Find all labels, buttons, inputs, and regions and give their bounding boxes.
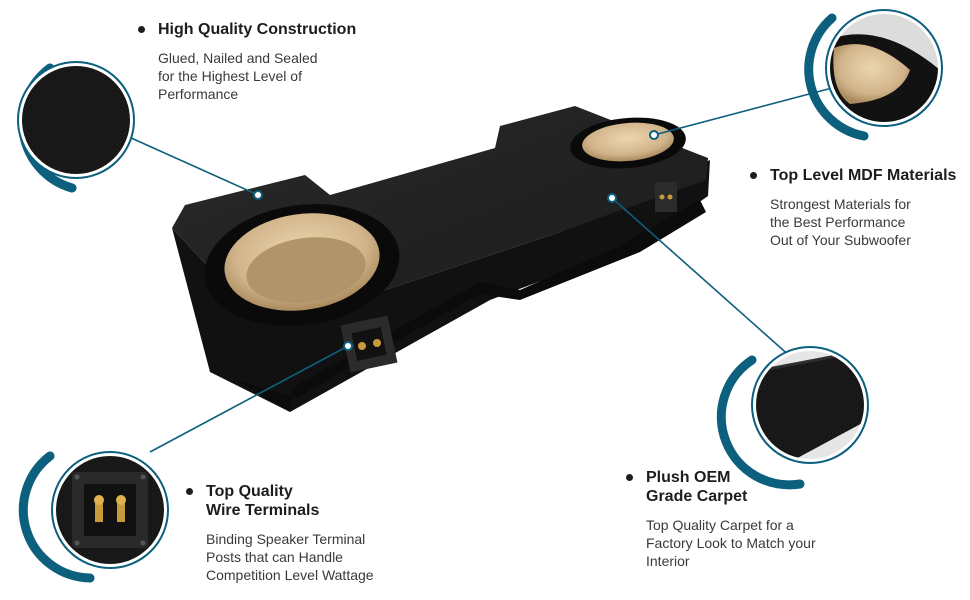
feature-terminals: Top Quality Wire Terminals Binding Speak…	[186, 482, 446, 584]
feature-construction: High Quality Construction Glued, Nailed …	[138, 20, 458, 103]
feature-title-text: High Quality Construction	[158, 21, 357, 38]
feature-description: Glued, Nailed and Sealed for the Highest…	[158, 50, 318, 102]
feature-description: Strongest Materials for the Best Perform…	[770, 196, 911, 248]
feature-description: Binding Speaker Terminal Posts that can …	[206, 531, 374, 583]
subwoofer-box	[172, 106, 710, 412]
carpet-closeup-icon	[17, 61, 135, 193]
feature-title-text: Top Quality Wire Terminals	[206, 483, 320, 519]
callout-lines	[128, 87, 833, 453]
callout-line-carpet	[611, 197, 793, 359]
terminal-closeup-icon	[18, 451, 169, 583]
feature-title: Plush OEM Grade Carpet	[626, 468, 886, 506]
callout-dots	[253, 130, 659, 351]
callout-line-terminals	[149, 345, 349, 453]
bullet-icon	[750, 172, 757, 179]
feature-title: High Quality Construction	[138, 20, 458, 39]
feature-mdf: Top Level MDF Materials Strongest Materi…	[750, 166, 970, 249]
callout-dot-terminals	[343, 341, 353, 351]
feature-description: Top Quality Carpet for a Factory Look to…	[646, 517, 816, 569]
feature-title: Top Level MDF Materials	[750, 166, 970, 185]
callout-line-construction	[128, 136, 259, 196]
carpet-edge-closeup-icon	[716, 346, 869, 490]
bullet-icon	[138, 26, 145, 33]
callout-dot-construction	[253, 190, 263, 200]
callout-dot-carpet	[607, 193, 617, 203]
bullet-icon	[186, 488, 193, 495]
feature-title-text: Top Level MDF Materials	[770, 167, 957, 184]
callout-line-mdf	[653, 87, 833, 136]
callout-dot-mdf	[649, 130, 659, 140]
bullet-icon	[626, 474, 633, 481]
feature-title: Top Quality Wire Terminals	[186, 482, 446, 520]
feature-title-text: Plush OEM Grade Carpet	[646, 469, 748, 505]
feature-carpet: Plush OEM Grade Carpet Top Quality Carpe…	[626, 468, 886, 570]
mdf-closeup-icon	[804, 9, 943, 141]
